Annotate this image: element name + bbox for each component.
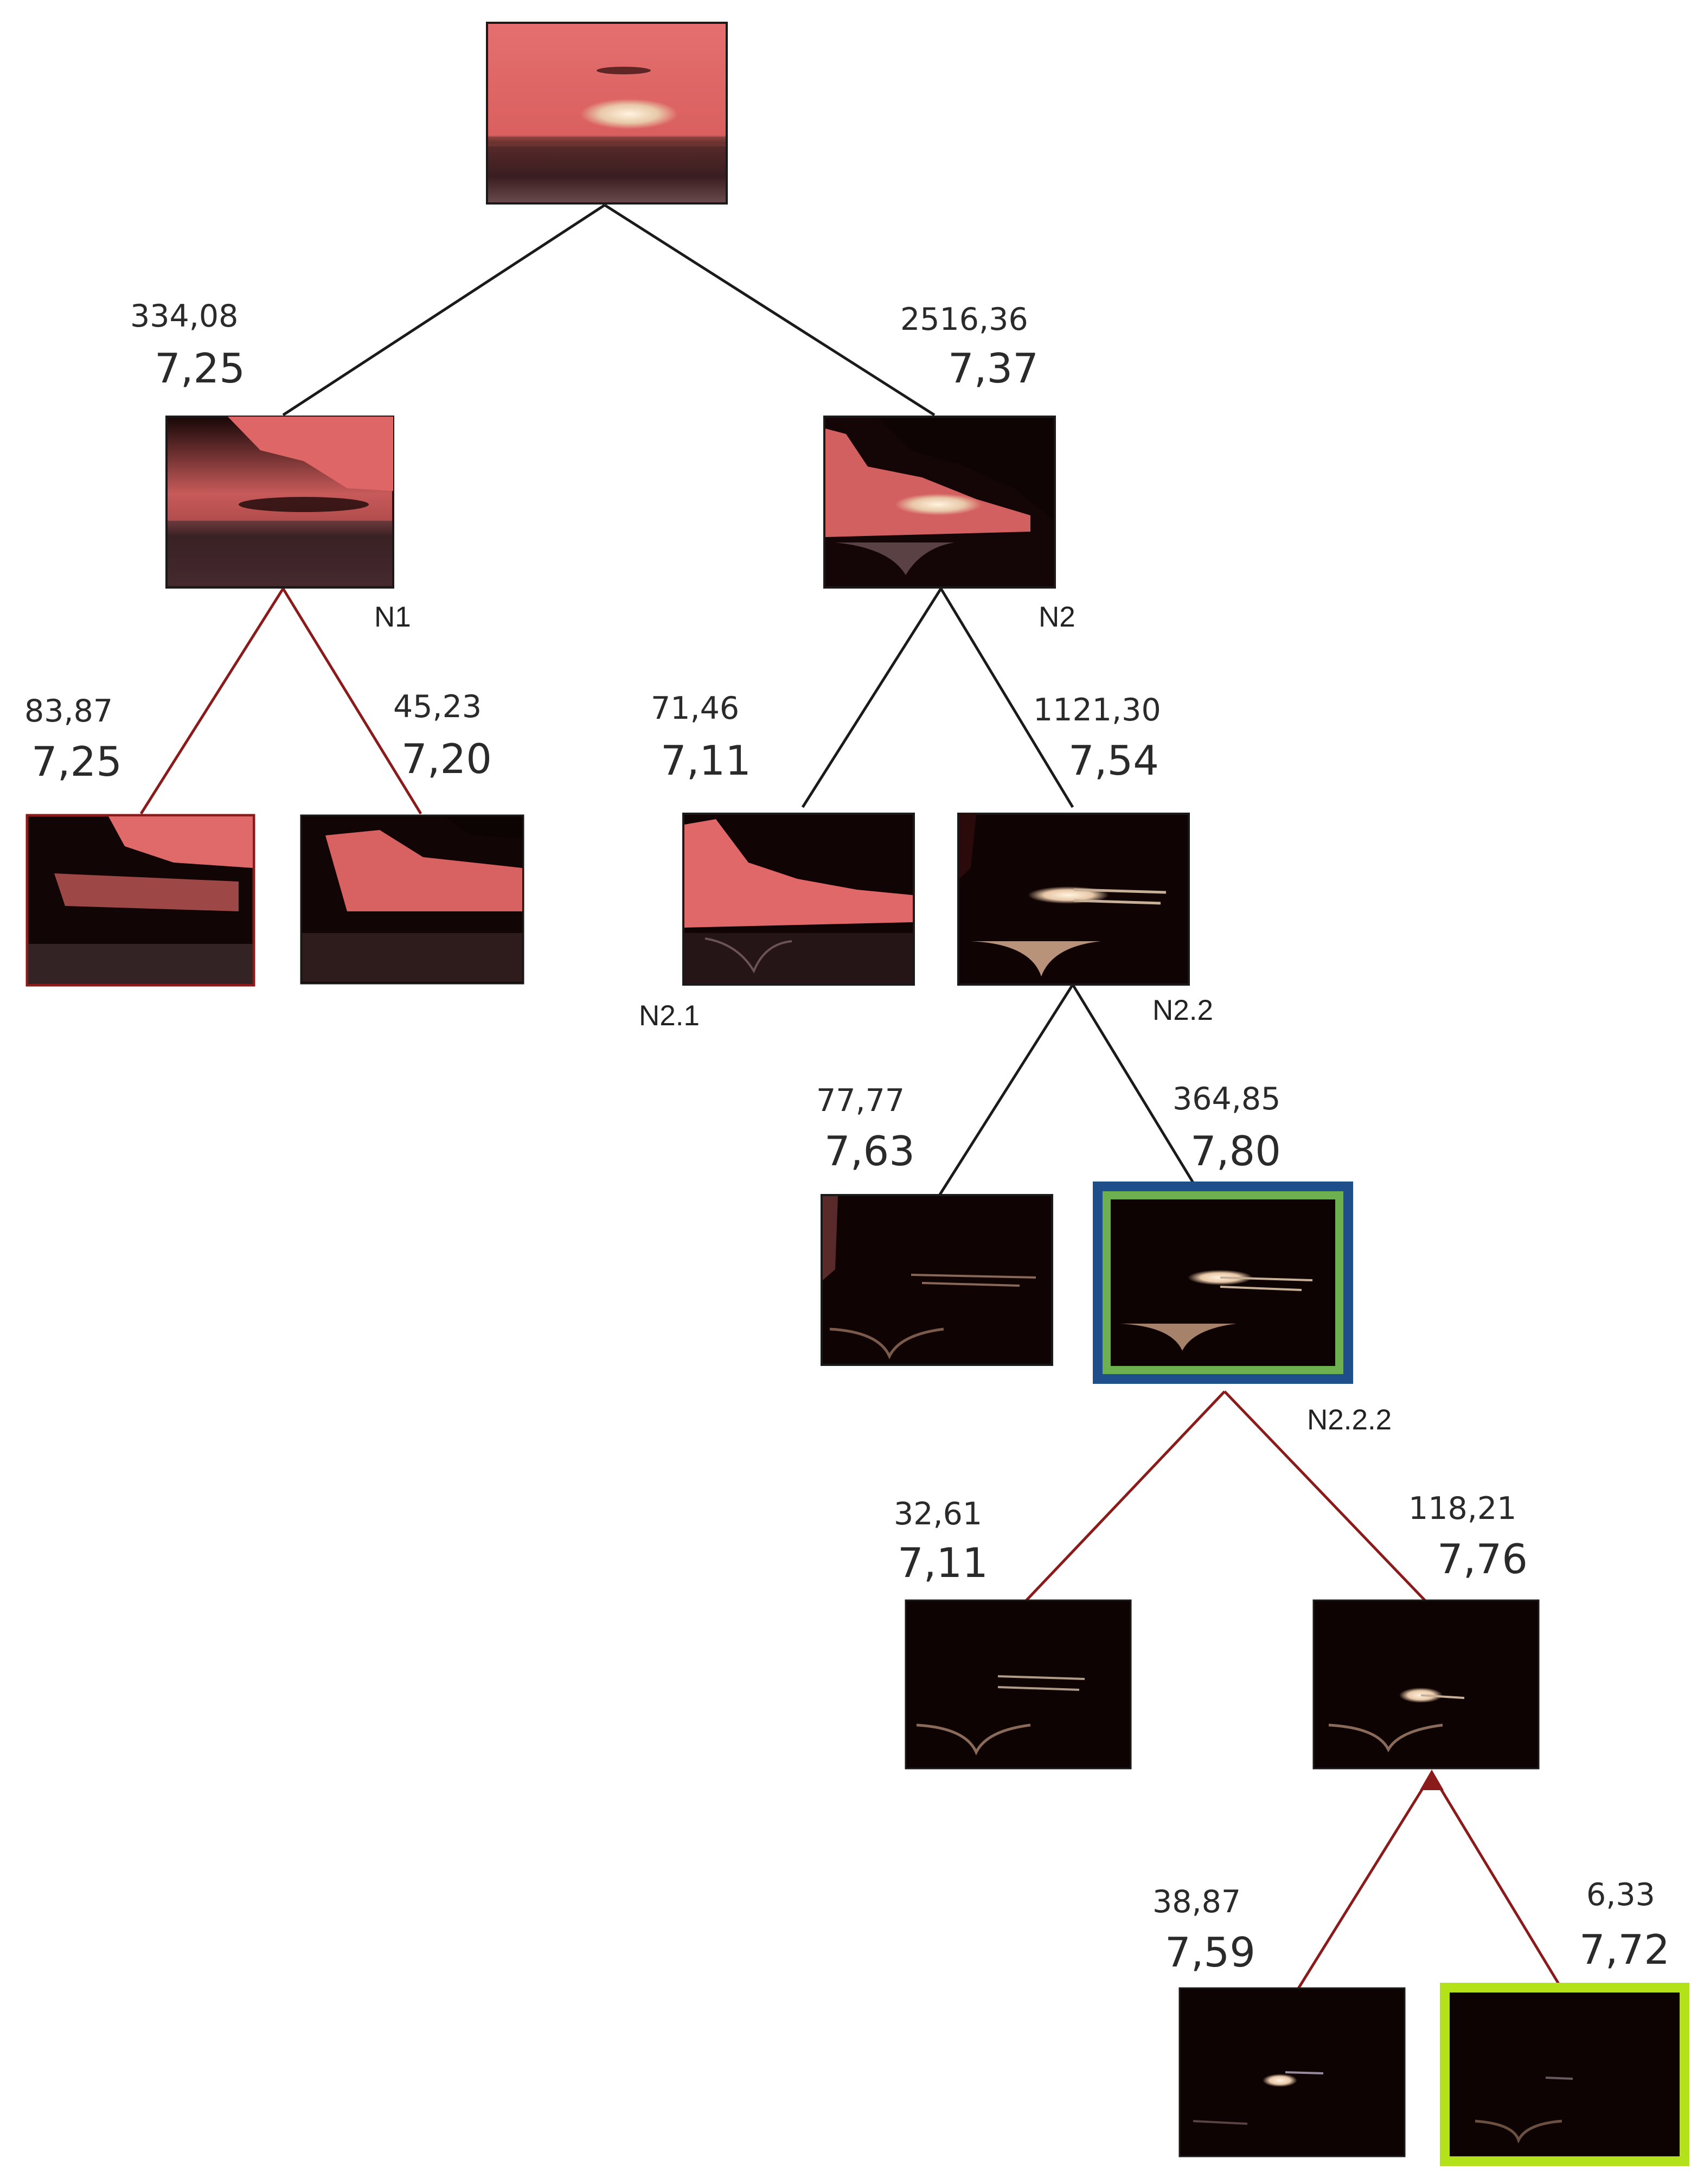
arrowhead — [1420, 1770, 1444, 1790]
n22221-score: 7,59 — [1165, 1928, 1255, 1976]
node-n1b — [300, 814, 524, 985]
n2221-score: 7,11 — [898, 1539, 988, 1587]
n22222-score: 7,72 — [1579, 1926, 1670, 1974]
n22222-value: 6,33 — [1586, 1877, 1655, 1913]
n2-value: 2516,36 — [900, 302, 1028, 337]
node-n1a — [25, 814, 255, 987]
edge-n1-n1a — [139, 587, 285, 815]
n222-name: N2.2.2 — [1307, 1404, 1392, 1436]
edge-n222-n2222 — [1223, 1390, 1430, 1606]
edge-n22-n222 — [1071, 984, 1196, 1186]
node-n22 — [957, 813, 1190, 986]
node-n21 — [682, 813, 915, 986]
edge-n1-n1b — [281, 587, 422, 815]
n21-name: N2.1 — [639, 1000, 700, 1032]
n2222-score: 7,76 — [1437, 1535, 1528, 1583]
node-n2221 — [905, 1599, 1132, 1770]
n1-score: 7,25 — [155, 344, 245, 392]
edge-n2-n21 — [801, 587, 943, 808]
node-n2 — [823, 416, 1056, 589]
n222-value: 364,85 — [1173, 1081, 1280, 1117]
n1a-value: 83,87 — [24, 693, 113, 729]
n2-name: N2 — [1039, 601, 1075, 633]
n221-score: 7,63 — [824, 1127, 915, 1175]
n21-score: 7,11 — [661, 737, 751, 784]
n22-name: N2.2 — [1152, 994, 1213, 1026]
node-n222-highlighted — [1093, 1182, 1353, 1384]
edge-n2222-n22222 — [1430, 1773, 1568, 1997]
n21-value: 71,46 — [651, 691, 739, 726]
edge-root-n2 — [604, 203, 936, 417]
n2-score: 7,37 — [948, 344, 1039, 392]
n221-value: 77,77 — [816, 1083, 905, 1119]
n1-name: N1 — [374, 601, 411, 633]
n2221-value: 32,61 — [894, 1496, 982, 1532]
n1b-score: 7,20 — [401, 735, 492, 783]
n22-score: 7,54 — [1068, 737, 1159, 784]
tree-edges — [139, 203, 1568, 1997]
edge-n2-n22 — [939, 587, 1074, 808]
n1-value: 334,08 — [130, 298, 238, 334]
edge-n2222-n22221 — [1292, 1773, 1433, 1997]
labels: 334,08 7,25 N1 2516,36 7,37 N2 83,87 7,2… — [24, 298, 1670, 1976]
edge-n22-n221 — [936, 984, 1074, 1200]
edge-n222-n2221 — [1021, 1390, 1226, 1606]
node-root — [486, 22, 728, 205]
n1b-value: 45,23 — [393, 689, 482, 725]
edge-root-n1 — [282, 203, 606, 417]
node-n2222 — [1312, 1599, 1540, 1770]
node-n1 — [165, 416, 394, 589]
n2222-value: 118,21 — [1408, 1491, 1516, 1527]
n22-value: 1121,30 — [1033, 692, 1161, 728]
n222-score: 7,80 — [1190, 1127, 1281, 1175]
node-n221 — [821, 1194, 1053, 1366]
node-n22221 — [1178, 1987, 1406, 2157]
node-n22222-final — [1440, 1983, 1689, 2166]
n22221-value: 38,87 — [1152, 1884, 1241, 1920]
n1a-score: 7,25 — [31, 738, 122, 786]
